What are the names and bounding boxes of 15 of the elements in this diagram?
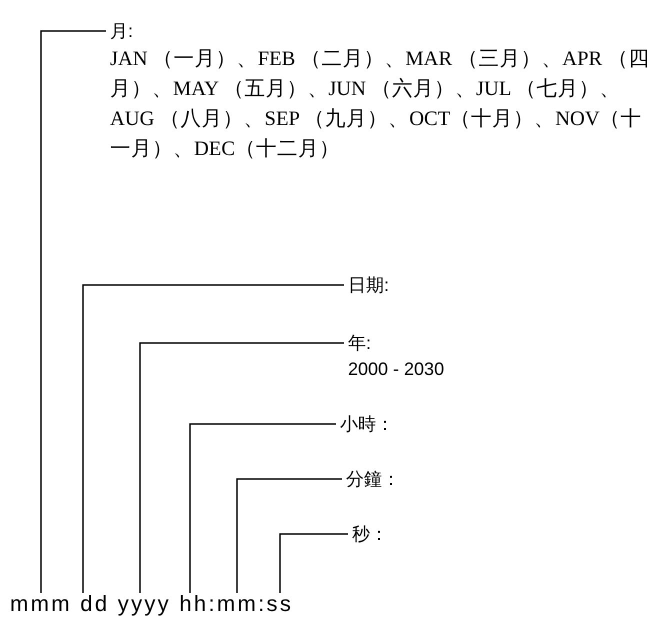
field-label: 日期:: [348, 274, 390, 297]
field-label: 小時：: [340, 413, 394, 436]
leader-line: [82, 284, 344, 593]
field-label: 秒：: [352, 523, 388, 546]
format-string: mmm dd yyyy hh:mm:ss: [10, 591, 294, 617]
leader-line: [40, 30, 106, 593]
field-label: 月:: [110, 20, 134, 43]
field-label: 分鐘：: [346, 468, 400, 491]
value-list: JAN （一月）、FEB （二月）、MAR （三月）、APR （四月）、MAY （五月）、JUN （六月）、JUL （七月）、AUG （八月）、SEP （九月）、OCT（十月）、NOV（十一月）、DEC（十二月）: [110, 44, 655, 164]
leader-line: [189, 423, 336, 593]
leader-line: [236, 478, 342, 593]
field-label: 年:: [348, 332, 372, 355]
leader-line: [139, 342, 344, 593]
value-list: 2000 - 2030: [348, 356, 444, 382]
leader-line: [279, 533, 348, 593]
